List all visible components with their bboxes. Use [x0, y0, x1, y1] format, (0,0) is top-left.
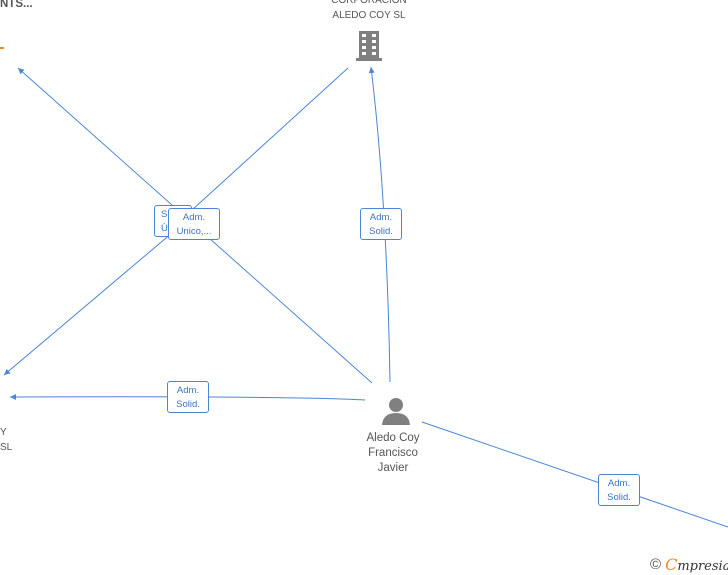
brand-rest: mpresia [677, 559, 728, 574]
person-name-line3: Javier [377, 462, 409, 474]
edge-label-adm-unico[interactable]: Adm. Unico,... [168, 208, 220, 240]
edge-label-to-left-company-line2: Solid. [176, 399, 200, 410]
edge-person-to-left-company [9, 393, 366, 401]
edge-label-adm-unico-line2: Unico,... [176, 226, 212, 237]
edge-label-to-bottom-right[interactable]: Adm. Solid. [598, 474, 640, 506]
top-left-company-name: NTS... [0, 0, 33, 10]
edge-label-to-left-company-line1: Adm. [176, 385, 200, 396]
edge-label-to-corporacion[interactable]: Adm. Solid. [360, 208, 402, 240]
edge-unico-to-corporacion [191, 67, 349, 211]
person-icon [382, 398, 410, 425]
person-name-line2: Francisco [368, 447, 418, 459]
edge-label-to-bottom-right-line1: Adm. [607, 478, 631, 489]
corporacion-name-line2: ALEDO COY SL [332, 10, 406, 21]
left-company-label[interactable]: Y SL [0, 425, 12, 455]
brand-logo[interactable]: Cmpresia [665, 555, 728, 574]
left-company-name-line2: SL [0, 442, 13, 453]
footer-brand: © Cmpresia [650, 555, 728, 574]
copyright-icon: © [650, 556, 662, 573]
brand-initial: C [665, 555, 678, 574]
edge-label-to-corporacion-line1: Adm. [369, 212, 393, 223]
left-company-name-line1: Y [0, 427, 7, 438]
edge-label-to-bottom-right-line2: Solid. [607, 492, 631, 503]
edge-label-adm-unico-line1: Adm. [182, 212, 206, 223]
edge-label-hidden-left-line2: Ú [161, 223, 168, 234]
edge-person-to-bottom-right [421, 421, 728, 528]
edge-label-hidden-left-line1: S [161, 209, 168, 220]
person-label[interactable]: Aledo Coy Francisco Javier [352, 431, 434, 476]
company-marker [0, 47, 4, 49]
building-icon [356, 31, 382, 61]
corporacion-name-line1: CORPORACION [331, 0, 407, 6]
corporacion-label[interactable]: CORPORACION ALEDO COY SL [325, 0, 413, 23]
top-left-company-label[interactable]: NTS... [0, 0, 33, 12]
edge-unico-to-left [3, 221, 186, 376]
person-name-line1: Aledo Coy [366, 432, 420, 444]
edge-label-to-corporacion-line2: Solid. [369, 226, 393, 237]
edge-label-to-left-company[interactable]: Adm. Solid. [167, 381, 209, 413]
